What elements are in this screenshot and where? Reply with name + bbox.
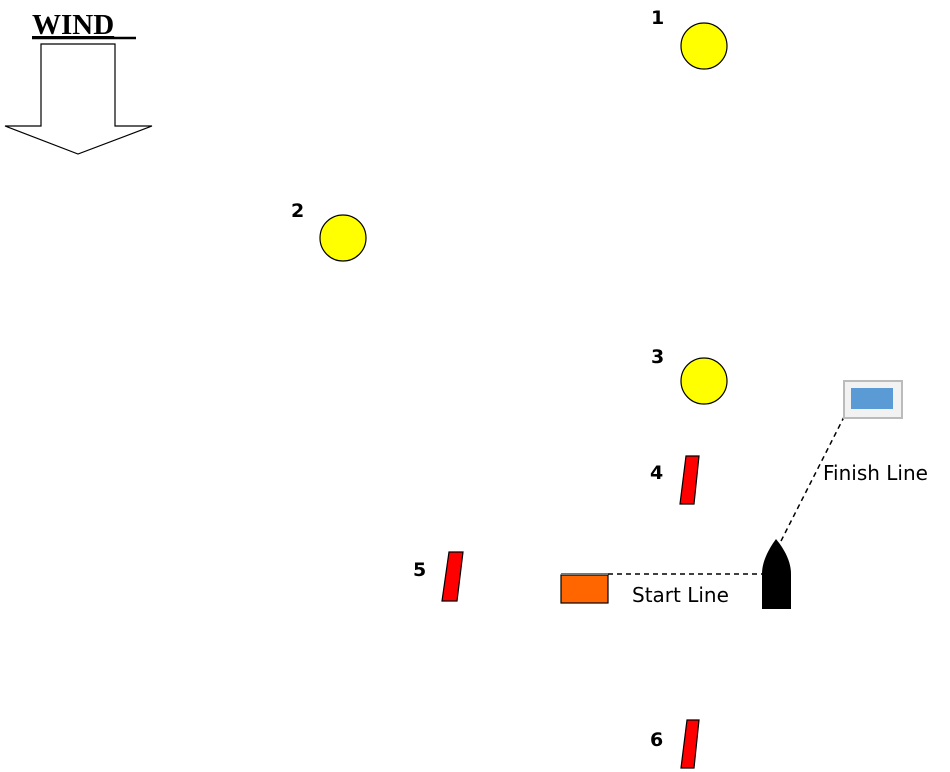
mark-1: 1 — [651, 7, 728, 70]
wind-arrow-icon — [4, 43, 153, 155]
finish-line-label: Finish Line — [823, 461, 928, 485]
finish-pin-icon — [851, 388, 893, 409]
mark-4: 4 — [650, 455, 700, 505]
mark-3: 3 — [651, 346, 728, 405]
mark-2: 2 — [291, 200, 367, 262]
mark-2-number: 2 — [291, 200, 304, 222]
yellow-buoy-icon — [680, 357, 728, 405]
yellow-buoy-icon — [319, 214, 367, 262]
finish-line-dashed — [780, 414, 846, 542]
yellow-buoy-icon — [680, 22, 728, 70]
start-line-label: Start Line — [632, 583, 729, 607]
wind-indicator: WIND — [4, 9, 153, 155]
mark-4-number: 4 — [650, 462, 663, 484]
mark-5: 5 — [413, 551, 464, 602]
red-buoy-icon — [441, 551, 464, 602]
wind-label: WIND — [32, 9, 114, 41]
mark-1-number: 1 — [651, 7, 664, 29]
mark-5-number: 5 — [413, 559, 426, 581]
mark-6: 6 — [650, 719, 700, 769]
start-pin-icon — [560, 574, 609, 604]
mark-6-number: 6 — [650, 729, 663, 751]
start-line: Start Line — [560, 573, 768, 607]
mark-3-number: 3 — [651, 346, 664, 368]
boat-icon — [762, 539, 791, 609]
red-buoy-icon — [679, 455, 700, 505]
red-buoy-icon — [680, 719, 700, 769]
committee-boat — [762, 539, 791, 609]
finish-line: Finish Line — [780, 380, 928, 542]
